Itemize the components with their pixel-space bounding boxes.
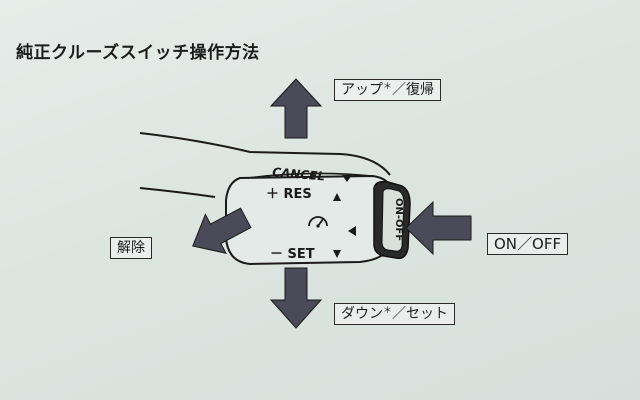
set-text: － SET: [270, 247, 315, 262]
label-down-main: ダウン: [341, 306, 383, 322]
label-up-main: アップ: [341, 82, 383, 98]
asterisk-down: ＊: [383, 306, 393, 316]
label-up: アップ＊／復帰: [334, 79, 442, 101]
res-marker: [333, 193, 341, 201]
onoff-text: ON-OFF: [393, 198, 404, 241]
res-text: ＋ RES: [266, 187, 312, 202]
label-down-sep: ／: [392, 306, 407, 322]
arrow-up-icon: [269, 78, 323, 139]
asterisk-up: ＊: [383, 82, 393, 92]
arrow-left-icon: [192, 207, 252, 254]
arrow-down-icon: [269, 267, 323, 329]
onoff-button-face: [381, 188, 405, 252]
set-marker: [333, 250, 341, 258]
label-cancel-release: 解除: [110, 237, 152, 259]
label-up-sub: 復帰: [406, 82, 435, 98]
arrow-right-icon: [405, 200, 472, 256]
cancel-marker: [342, 175, 352, 182]
label-up-sep: ／: [392, 82, 407, 98]
cancel-text: CANCEL: [272, 165, 326, 184]
label-down: ダウン＊／セット: [334, 303, 456, 325]
cruise-icon: [308, 216, 328, 228]
cancel-ridge: [247, 172, 373, 179]
stalk-lower-outline: [139, 187, 216, 198]
page-title: 純正クルーズスイッチ操作方法: [16, 43, 260, 63]
cruise-marker: [348, 226, 356, 236]
label-down-sub: セット: [406, 306, 449, 322]
label-onoff: ON／OFF: [487, 233, 569, 255]
stalk-outline: [139, 132, 391, 176]
